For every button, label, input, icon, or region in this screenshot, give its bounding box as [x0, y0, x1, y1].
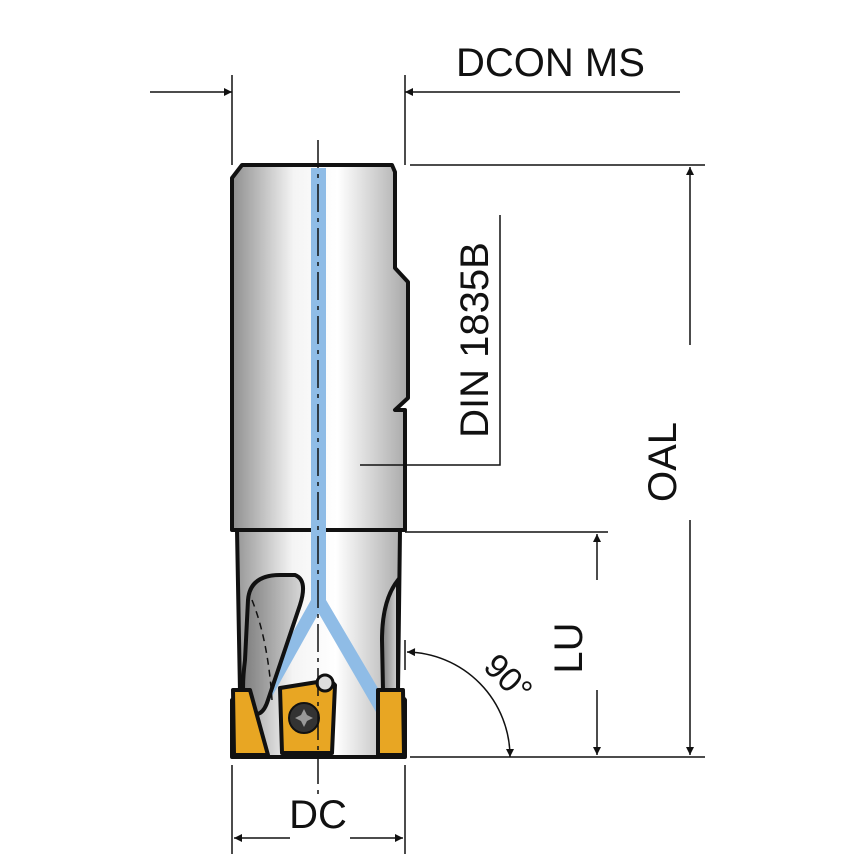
dc-dimension — [231, 765, 406, 854]
angle-dimension — [404, 640, 514, 758]
din-leader — [360, 215, 501, 466]
hidden-edge — [251, 599, 273, 701]
flute-right — [379, 574, 400, 692]
dc-label: DC — [289, 793, 347, 837]
insert-corner — [315, 673, 335, 693]
din-label: DIN 1835B — [453, 242, 497, 438]
angle-label: 90° — [476, 647, 539, 710]
torx-screw-icon — [288, 702, 320, 734]
oal-label: OAL — [641, 422, 685, 502]
lu-label: LU — [547, 622, 591, 673]
insert-right — [376, 688, 406, 757]
dcon-dimension — [150, 75, 680, 165]
lu-dimension — [405, 531, 608, 755]
dcon-label: DCON MS — [456, 41, 645, 85]
insert-left — [231, 688, 270, 757]
oal-dimension — [410, 164, 705, 758]
